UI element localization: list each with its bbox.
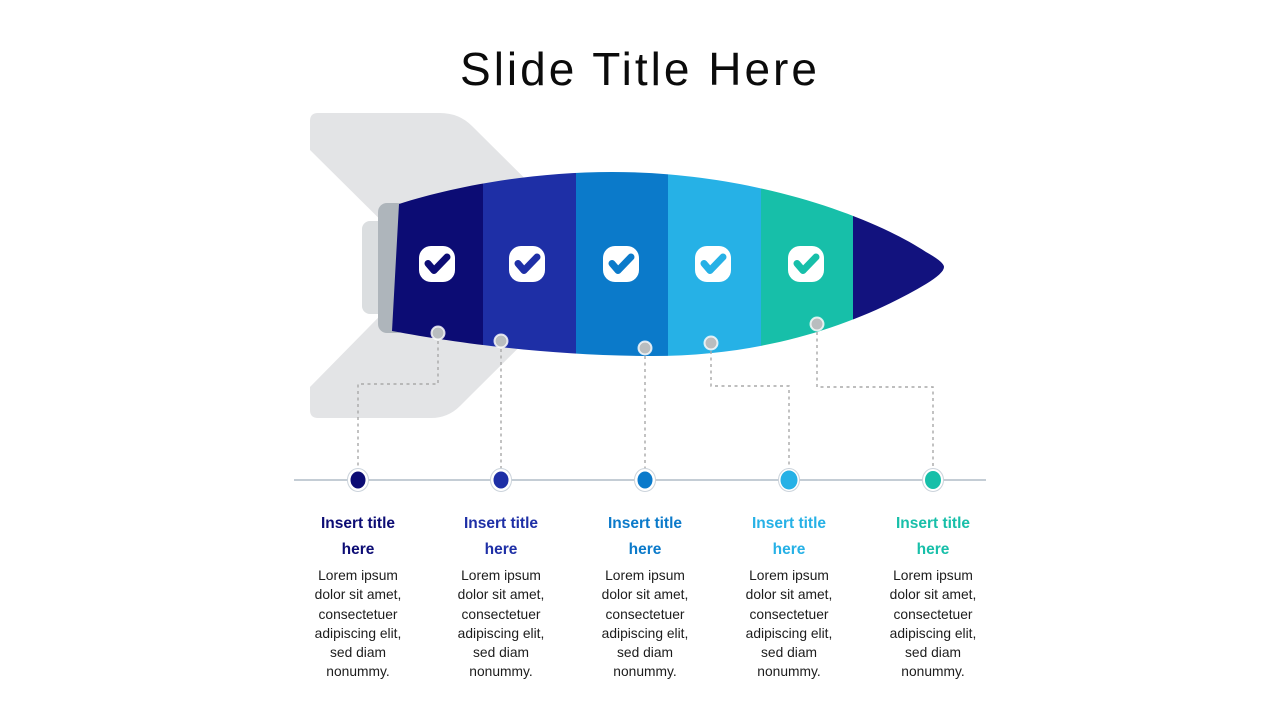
marker-dot-3: [637, 340, 653, 356]
step-title: Insert title here: [895, 515, 971, 558]
timeline-dot-3: [634, 468, 656, 492]
step-title: Insert title here: [320, 515, 396, 558]
marker-dot-4: [703, 335, 719, 351]
check-badge-5: [788, 246, 824, 282]
timeline-dot-2: [490, 468, 512, 492]
check-badge-2: [509, 246, 545, 282]
check-badge-4: [695, 246, 731, 282]
timeline-dot-core: [637, 471, 653, 489]
connector-line-5: [816, 332, 934, 469]
step-title: Insert title here: [463, 515, 539, 558]
marker-dot-1: [430, 325, 446, 341]
timeline-dot-core: [350, 471, 366, 489]
slide-title: Slide Title Here: [460, 43, 820, 95]
step-body: Lorem ipsum dolor sit amet, consectetuer…: [889, 568, 977, 680]
checkmark-icon: [608, 253, 635, 274]
step-title: Insert title here: [607, 515, 683, 558]
checkmark-icon: [700, 253, 727, 274]
checkmark-icon: [424, 253, 451, 274]
connector-line-4: [710, 351, 790, 469]
timeline-dot-core: [780, 470, 798, 490]
checkmark-icon: [514, 253, 541, 274]
timeline-dot-4: [778, 468, 800, 492]
check-badge-3: [603, 246, 639, 282]
rocket-nose-cone: [853, 172, 944, 356]
marker-dot-2: [493, 333, 509, 349]
step-body: Lorem ipsum dolor sit amet, consectetuer…: [601, 568, 689, 680]
check-badge-1: [419, 246, 455, 282]
step-column-4: Insert title here Lorem ipsum dolor sit …: [730, 511, 848, 682]
checkmark-icon: [793, 253, 820, 274]
timeline-dot-core: [925, 471, 941, 489]
connector-line-1: [357, 341, 439, 469]
step-column-2: Insert title here Lorem ipsum dolor sit …: [442, 511, 560, 682]
marker-dot-5: [809, 316, 825, 332]
timeline-dot-core: [493, 471, 509, 489]
step-column-5: Insert title here Lorem ipsum dolor sit …: [874, 511, 992, 682]
step-column-1: Insert title here Lorem ipsum dolor sit …: [299, 511, 417, 682]
step-body: Lorem ipsum dolor sit amet, consectetuer…: [457, 568, 545, 680]
step-body: Lorem ipsum dolor sit amet, consectetuer…: [314, 568, 402, 680]
step-title: Insert title here: [751, 515, 827, 558]
step-body: Lorem ipsum dolor sit amet, consectetuer…: [745, 568, 833, 680]
timeline-dot-5: [922, 468, 944, 492]
timeline-dot-1: [347, 468, 369, 492]
step-column-3: Insert title here Lorem ipsum dolor sit …: [586, 511, 704, 682]
